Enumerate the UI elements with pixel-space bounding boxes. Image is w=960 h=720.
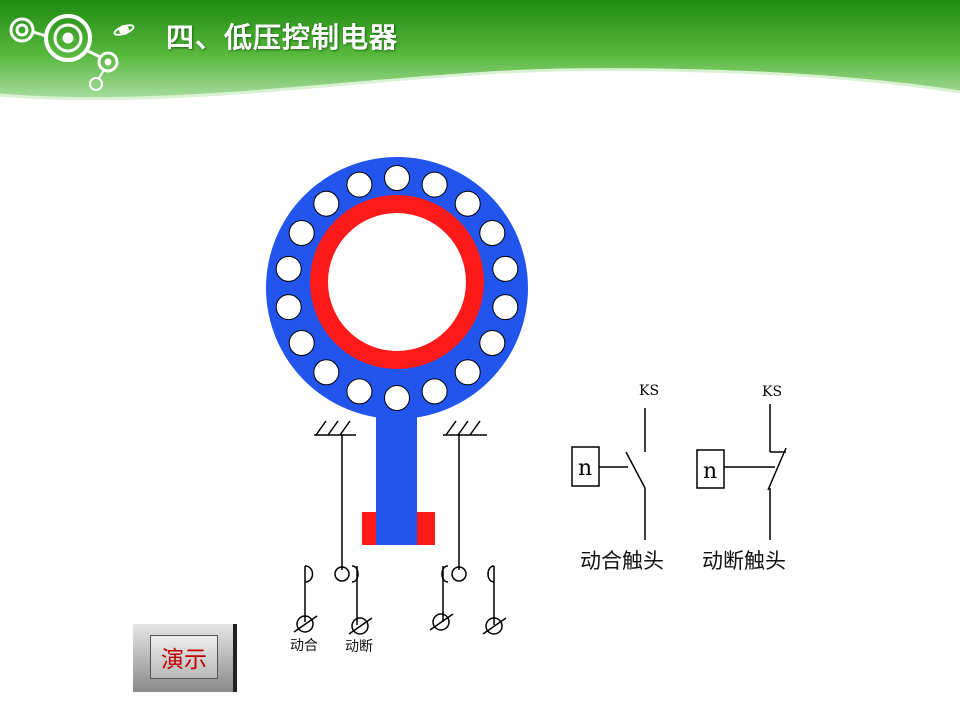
make-symbol-caption: 动合触头 (580, 549, 664, 573)
relay-ball (479, 220, 506, 246)
demo-button-face[interactable]: 演示 (150, 635, 218, 679)
relay-ball (313, 190, 340, 217)
break-contact-symbol (696, 404, 787, 540)
break-contact-label: 动断 (345, 639, 373, 655)
right-mount-hatch (443, 420, 487, 570)
relay-core (328, 213, 466, 351)
slide-title: 四、低压控制电器 (166, 21, 399, 54)
relay-base-right-red (417, 512, 435, 545)
relay-ball (479, 330, 506, 356)
relay-ball (288, 330, 315, 356)
relay-ball (313, 359, 340, 386)
demo-button[interactable]: 演示 (133, 624, 237, 692)
relay-ball (454, 359, 481, 386)
relay-ball (492, 255, 519, 282)
make-symbol-coil: n (578, 456, 592, 481)
relay-ball (421, 171, 448, 198)
relay-stem (376, 405, 417, 545)
demo-button-label: 演示 (161, 647, 207, 673)
break-symbol-caption: 动断触头 (702, 549, 786, 573)
make-contact-symbol (571, 408, 646, 540)
contact-assembly (293, 565, 507, 635)
left-mount-hatch (314, 420, 356, 570)
break-symbol-coil: n (703, 459, 717, 484)
relay-balls (275, 165, 519, 411)
relay-ball (384, 165, 410, 191)
relay-base-left-red (362, 512, 376, 545)
relay-ball (421, 378, 448, 405)
relay-ball (346, 378, 373, 405)
make-symbol-tag: KS (639, 383, 659, 399)
relay-ball (384, 385, 410, 411)
relay-ball (288, 220, 315, 246)
relay-ball (454, 190, 481, 217)
relay-ball (492, 294, 519, 321)
break-symbol-tag: KS (762, 384, 782, 400)
relay-ball (275, 294, 302, 321)
make-contact-label: 动合 (290, 638, 318, 654)
planet-icon (113, 24, 135, 36)
relay-ball (275, 255, 302, 282)
relay-ball (346, 171, 373, 198)
logo-circles-icon (9, 14, 119, 91)
header-banner (0, 0, 960, 101)
